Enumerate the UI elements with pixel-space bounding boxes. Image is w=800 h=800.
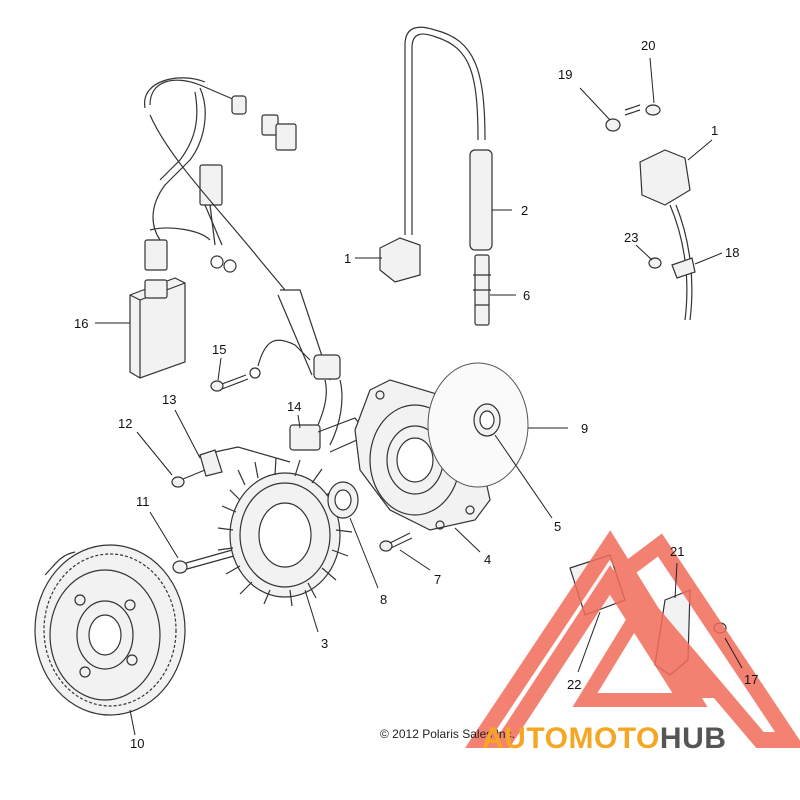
callout-6: 6 xyxy=(523,288,530,303)
ignition-coil xyxy=(379,26,493,326)
callout-8: 8 xyxy=(380,592,387,607)
callout-16: 16 xyxy=(74,316,88,331)
svg-text:AUTOMOTOHUB: AUTOMOTOHUB xyxy=(482,722,726,755)
callout-1-coil-right: 1 xyxy=(711,123,718,138)
callout-labels: 1 1 2 3 4 5 6 7 8 9 10 11 12 13 14 15 16… xyxy=(74,38,758,751)
callout-15: 15 xyxy=(212,342,226,357)
callout-21: 21 xyxy=(670,544,684,559)
callout-10: 10 xyxy=(130,736,144,751)
flywheel xyxy=(34,544,186,716)
callout-22: 22 xyxy=(567,677,581,692)
stator xyxy=(217,457,353,607)
callout-9: 9 xyxy=(581,421,588,436)
callout-12: 12 xyxy=(118,416,132,431)
callout-14: 14 xyxy=(287,399,301,414)
callout-11: 11 xyxy=(136,494,150,509)
callout-20: 20 xyxy=(641,38,655,53)
copyright-text: © 2012 Polaris Sales Inc. xyxy=(380,727,515,741)
callout-7: 7 xyxy=(434,572,441,587)
leader-lines xyxy=(95,57,743,736)
cdi-box xyxy=(129,277,186,379)
automotohub-watermark xyxy=(465,530,800,748)
watermark-text: AUTOMOTOHUB xyxy=(482,722,726,755)
stator-wire-bundle xyxy=(277,289,369,453)
callout-19: 19 xyxy=(558,67,572,82)
callout-1-coil: 1 xyxy=(344,251,351,266)
wiring-harness xyxy=(144,77,297,291)
callout-2: 2 xyxy=(521,203,528,218)
housing-bolt xyxy=(379,532,413,552)
callout-18: 18 xyxy=(725,245,739,260)
callout-17: 17 xyxy=(744,672,758,687)
ground-bolt xyxy=(210,339,311,392)
seal-small xyxy=(327,481,359,519)
callout-23: 23 xyxy=(624,230,638,245)
callout-3: 3 xyxy=(321,636,328,651)
bracket xyxy=(171,446,291,488)
callout-13: 13 xyxy=(162,392,176,407)
watermark-text-automoto: AUTOMOTO xyxy=(482,722,660,755)
callout-5: 5 xyxy=(554,519,561,534)
seal-large xyxy=(473,403,501,437)
callout-4: 4 xyxy=(484,552,491,567)
ignition-coil-right xyxy=(605,104,696,321)
watermark-text-hub: HUB xyxy=(660,722,727,755)
